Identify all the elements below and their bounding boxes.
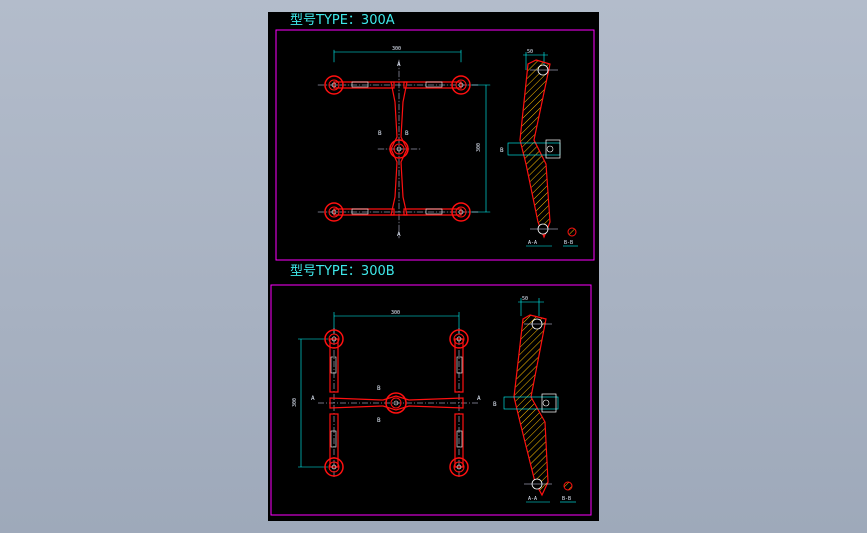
section-label-aa-a: A-A — [528, 240, 537, 246]
dim-a-width: 300 — [392, 46, 401, 52]
dim-b-width: 300 — [391, 310, 400, 316]
cut-b-right: B — [405, 130, 409, 137]
cut-a-left-b: A — [311, 395, 315, 402]
cut-a-bottom: A — [397, 231, 401, 238]
title-type-b: 型号TYPE：300B — [290, 264, 395, 279]
dim-a-height: 300 — [476, 143, 482, 152]
joint-b-bottom-left — [324, 457, 344, 477]
joint-top-left — [324, 75, 344, 95]
cad-drawing: 型号TYPE：300A 300 300 — [270, 13, 595, 516]
section-bb-circle-a — [567, 227, 577, 237]
joint-bottom-left — [324, 202, 344, 222]
joint-bottom-right — [451, 202, 471, 222]
type-b-side-view: 50 B A-A B-B — [493, 296, 576, 503]
dim-a-side: 50 — [527, 49, 533, 55]
section-aa-profile-b — [513, 314, 549, 497]
section-label-bb-a: B-B — [564, 240, 573, 246]
cut-a-right-b: A — [477, 395, 481, 402]
section-bb-circle-b — [563, 481, 573, 491]
section-aa-profile — [519, 59, 551, 239]
cut-b-top-b: B — [377, 385, 381, 392]
type-a-side-view: 50 B A-A B-B — [500, 49, 578, 247]
joint-b-top-left — [324, 329, 344, 349]
section-label-bb-b: B-B — [562, 496, 571, 502]
joint-b-bottom-right — [449, 457, 469, 477]
joint-b-top-right — [449, 329, 469, 349]
title-type-a: 型号TYPE：300A — [290, 13, 395, 28]
cut-a-top: A — [397, 61, 401, 68]
cut-b-left: B — [378, 130, 382, 137]
joint-b-center — [385, 392, 407, 414]
joint-top-right — [451, 75, 471, 95]
drawing-sheet: 型号TYPE：300A 300 300 — [268, 12, 599, 521]
frame-type-a — [275, 29, 595, 261]
cut-b-side-b: B — [493, 401, 497, 408]
type-a-front-view: 300 300 — [317, 46, 491, 239]
frame-type-b — [270, 284, 592, 516]
joint-center — [389, 139, 409, 159]
dim-b-height: 300 — [292, 398, 298, 407]
type-b-front-view: 300 300 — [292, 310, 481, 478]
cut-b-side-a: B — [500, 147, 504, 154]
section-label-aa-b: A-A — [528, 496, 537, 502]
dim-b-side: 50 — [522, 296, 528, 302]
cut-b-bottom-b: B — [377, 417, 381, 424]
